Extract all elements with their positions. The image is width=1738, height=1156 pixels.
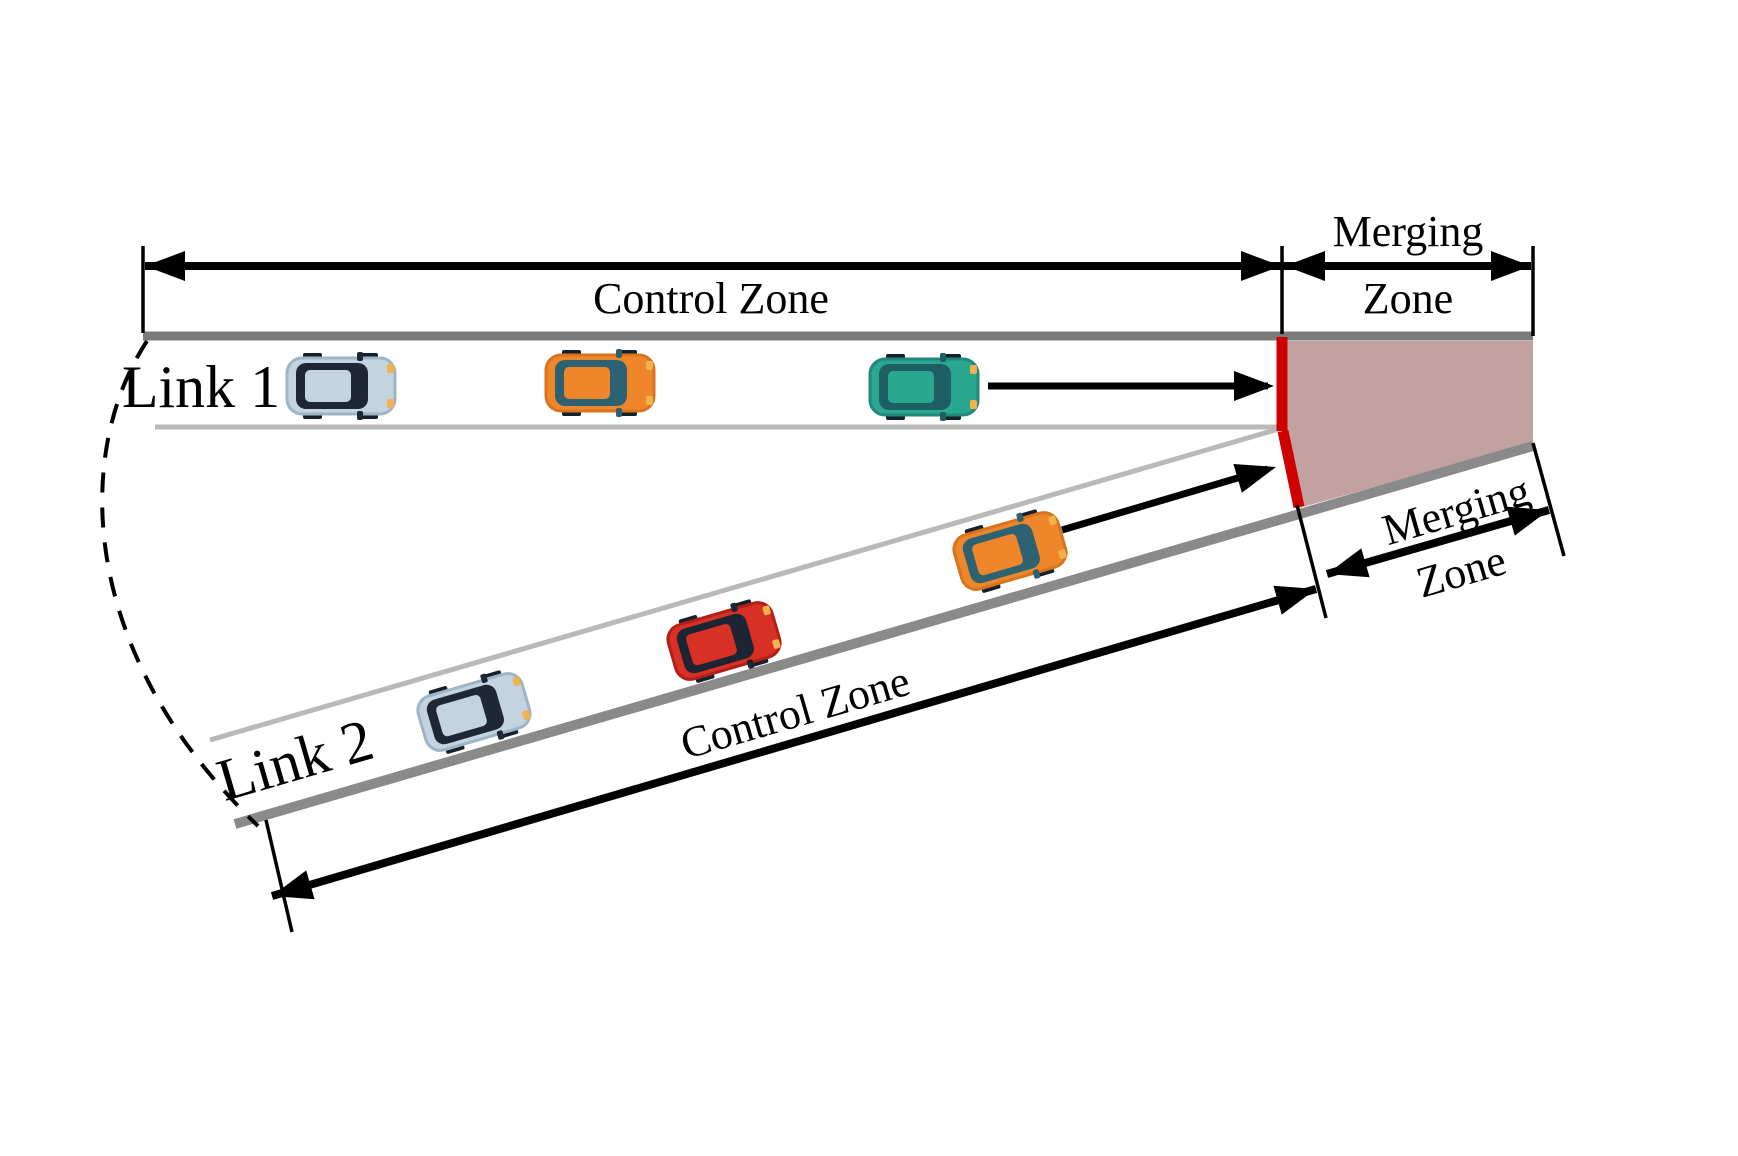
- car-headlight: [522, 710, 531, 720]
- link1-label: Link 1: [122, 354, 280, 420]
- car-roof: [888, 371, 934, 403]
- merging-zone-area: [1286, 341, 1533, 508]
- car-red-link2: [666, 599, 782, 683]
- car-headlight: [387, 399, 394, 408]
- car-roof: [972, 534, 1023, 576]
- merging-zone-label-link1-line2: Zone: [1363, 274, 1453, 323]
- arrowhead-left-icon: [1327, 548, 1370, 578]
- equal-distance-dashed-arc: [100, 339, 260, 828]
- car-headlight: [512, 676, 521, 687]
- car-roof: [686, 624, 737, 666]
- car-headlight: [762, 605, 771, 616]
- arrowhead-right-icon: [1241, 251, 1281, 281]
- car-headlight: [646, 396, 653, 405]
- link2-vehicle-arrow: [1061, 465, 1269, 534]
- car-headlight: [646, 361, 653, 370]
- car-orange-link2: [952, 509, 1068, 593]
- link2-top-edge: [209, 425, 1283, 743]
- car-headlight: [970, 365, 977, 374]
- car-roof: [564, 367, 610, 399]
- car-headlight: [1058, 549, 1067, 559]
- arrowhead-right-icon: [1233, 463, 1276, 493]
- control-zone-label-link1: Control Zone: [593, 274, 829, 323]
- arrowhead-right-icon: [1491, 251, 1531, 281]
- car-mirror: [496, 730, 505, 740]
- stop-bar-link2: [1277, 429, 1305, 509]
- car-headlight: [1048, 515, 1057, 526]
- tick-link2-control-zone-left: [264, 819, 294, 933]
- car-mirror: [480, 673, 488, 684]
- car-mirror: [746, 659, 755, 669]
- arrowhead-right-icon: [1273, 585, 1316, 615]
- link2-label: Link 2: [210, 706, 380, 814]
- car-teal-link1: [868, 353, 980, 421]
- merging-zone-label-link1-line1: Merging: [1333, 207, 1484, 256]
- car-lightblue-link2: [416, 670, 532, 754]
- arrowhead-left-icon: [1285, 251, 1325, 281]
- arrowhead-right-icon: [1506, 506, 1549, 536]
- car-headlight: [970, 400, 977, 409]
- car-mirror: [616, 349, 622, 358]
- car-roof: [436, 695, 487, 737]
- car-mirror: [616, 408, 622, 417]
- car-orange-link1: [544, 349, 656, 417]
- arrowhead-left-icon: [145, 251, 185, 281]
- arrowhead-left-icon: [272, 870, 315, 900]
- car-roof: [305, 370, 351, 402]
- link2-bottom-edge: [233, 441, 1535, 829]
- car-mirror: [940, 353, 946, 362]
- control-zone-dimension-line-link2: [270, 585, 1318, 900]
- arrowhead-right-icon: [1234, 371, 1274, 401]
- car-lightblue-link1: [285, 352, 397, 420]
- vehicles-layer: [285, 349, 1068, 754]
- car-headlight: [387, 364, 394, 373]
- car-mirror: [357, 352, 363, 361]
- car-mirror: [357, 411, 363, 420]
- car-mirror: [1032, 569, 1041, 579]
- car-mirror: [940, 412, 946, 421]
- car-mirror: [730, 602, 738, 613]
- car-mirror: [1016, 512, 1024, 523]
- tick-link2-merge-boundary: [1295, 504, 1328, 619]
- car-headlight: [772, 639, 781, 649]
- tick-link2-merging-zone-right: [1531, 442, 1566, 557]
